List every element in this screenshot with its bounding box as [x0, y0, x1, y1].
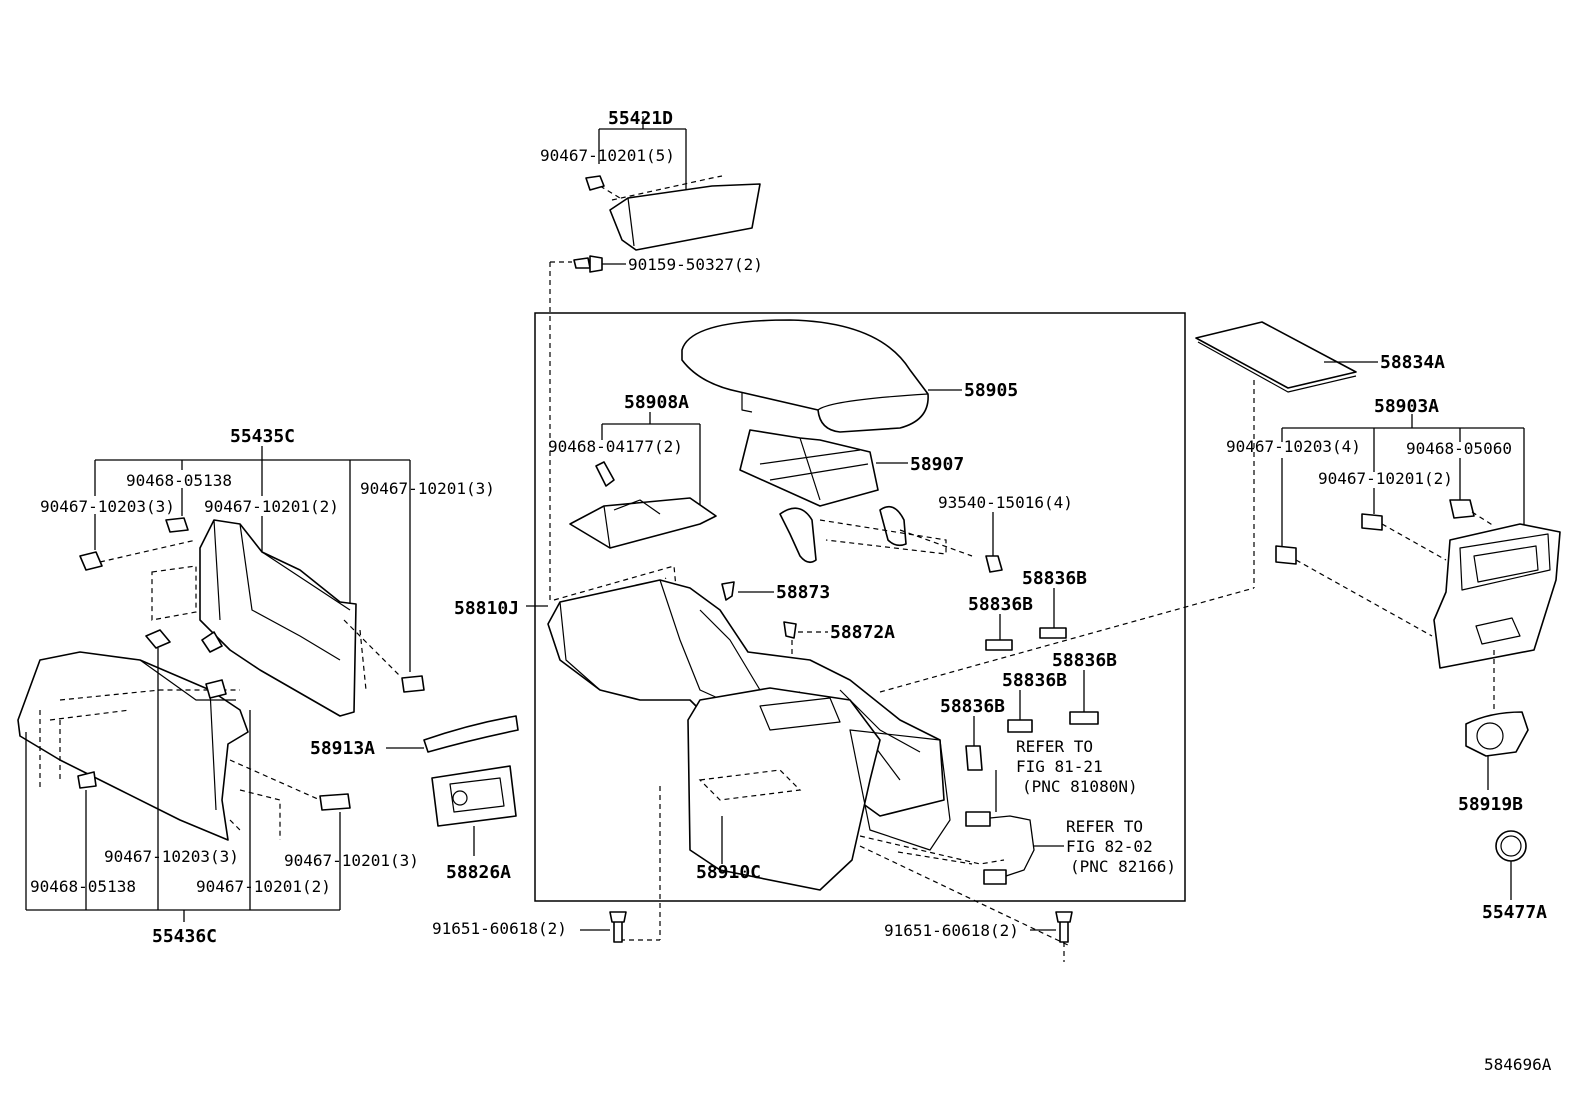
- clip-icon: [1361, 513, 1383, 531]
- lid-58907: [739, 429, 908, 564]
- refer2-line2: FIG 82-02: [1066, 837, 1153, 856]
- connector-icon: [965, 811, 991, 827]
- connector-icon: [983, 869, 1007, 885]
- label-55435C: 55435C: [230, 426, 295, 447]
- part-58919B: [1465, 711, 1529, 790]
- label-58907: 58907: [910, 454, 964, 475]
- clip-icon: [77, 771, 97, 789]
- pad-58836B: [1039, 627, 1067, 639]
- label-55477A: 55477A: [1482, 902, 1547, 923]
- clip-icon: [319, 793, 351, 811]
- clip-icon: [1275, 545, 1297, 565]
- clip-icon: [401, 675, 425, 693]
- part-55477A: [1495, 830, 1527, 900]
- label-90468-05060: 90468-05060: [1406, 439, 1512, 458]
- label-90467-10203-3-bottom: 90467-10203(3): [104, 847, 239, 866]
- label-58836B-2: 58836B: [1022, 568, 1087, 589]
- label-58836B-1: 58836B: [968, 594, 1033, 615]
- label-90467-10201-2-right: 90467-10201(2): [1318, 469, 1453, 488]
- label-90467-10201-5: 90467-10201(5): [540, 146, 675, 165]
- clip-icon: [205, 679, 227, 699]
- wiring-refer: [965, 770, 1064, 885]
- group-58903A: [1275, 414, 1561, 712]
- bolt-91651-left: [580, 911, 627, 943]
- clip-icon: [585, 175, 605, 191]
- label-90467-10201-3-top: 90467-10201(3): [360, 479, 495, 498]
- group-58908A: [569, 412, 717, 549]
- label-90468-04177-2: 90468-04177(2): [548, 437, 683, 456]
- group-55435C: [79, 446, 425, 717]
- pad-58836B: [965, 745, 983, 771]
- panel-55421D-shape: [609, 183, 761, 251]
- label-58826A: 58826A: [446, 862, 511, 883]
- clip-58873-icon: [721, 581, 735, 601]
- label-91651-60618-2-right: 91651-60618(2): [884, 921, 1019, 940]
- label-58834A: 58834A: [1380, 352, 1445, 373]
- pad-58834A: [1195, 321, 1378, 393]
- part-58913A: [386, 715, 519, 753]
- label-55436C: 55436C: [152, 926, 217, 947]
- refer1-line3: (PNC 81080N): [1022, 777, 1138, 796]
- label-58836B-5: 58836B: [940, 696, 1005, 717]
- label-58910C: 58910C: [696, 862, 761, 883]
- bolt-91651-right: [1030, 911, 1073, 962]
- label-90468-05138-top: 90468-05138: [126, 471, 232, 490]
- clip-58872A-icon: [783, 621, 797, 639]
- label-58905: 58905: [964, 380, 1018, 401]
- label-90467-10201-3-bottom: 90467-10201(3): [284, 851, 419, 870]
- label-90467-10201-2-bottom: 90467-10201(2): [196, 877, 331, 896]
- label-58908A: 58908A: [624, 392, 689, 413]
- clip-icon: [79, 551, 103, 571]
- group-55436C: [17, 629, 351, 922]
- label-58836B-3: 58836B: [1002, 670, 1067, 691]
- label-58873: 58873: [776, 582, 830, 603]
- label-55421D: 55421D: [608, 108, 673, 129]
- console-58910C: [620, 687, 1071, 947]
- label-58872A: 58872A: [830, 622, 895, 643]
- pad-58836B: [1007, 719, 1033, 733]
- label-58836B-4: 58836B: [1052, 650, 1117, 671]
- screw-icon: [985, 555, 1003, 573]
- refer1-line2: FIG 81-21: [1016, 757, 1103, 776]
- pads-58836B: [965, 588, 1099, 771]
- label-58810J: 58810J: [454, 598, 519, 619]
- label-90467-10203-4: 90467-10203(4): [1226, 437, 1361, 456]
- screw-93540: [819, 512, 1003, 573]
- label-90467-10201-2-top: 90467-10201(2): [204, 497, 339, 516]
- label-91651-60618-2-left: 91651-60618(2): [432, 919, 567, 938]
- group-55421D: [549, 116, 761, 600]
- label-90468-05138-bottom: 90468-05138: [30, 877, 136, 896]
- label-93540-15016-4: 93540-15016(4): [938, 493, 1073, 512]
- label-58913A: 58913A: [310, 738, 375, 759]
- figure-id: 584696A: [1484, 1055, 1552, 1074]
- refer2-line3: (PNC 82166): [1070, 857, 1176, 876]
- clip-icon: [201, 631, 223, 653]
- part-58826A: [431, 765, 517, 856]
- label-58903A: 58903A: [1374, 396, 1439, 417]
- label-58919B: 58919B: [1458, 794, 1523, 815]
- armrest-58905: [681, 319, 962, 433]
- clip-icon: [595, 461, 615, 487]
- label-90159-50327-2: 90159-50327(2): [628, 255, 763, 274]
- screw-icon: [573, 255, 603, 273]
- clip-icon: [165, 517, 189, 533]
- refer1-line1: REFER TO: [1016, 737, 1093, 756]
- clip-icon: [1449, 499, 1475, 519]
- label-90467-10203-3-top: 90467-10203(3): [40, 497, 175, 516]
- pad-58836B: [985, 639, 1013, 651]
- pad-58836B: [1069, 711, 1099, 725]
- refer2-line1: REFER TO: [1066, 817, 1143, 836]
- clip-icon: [145, 629, 171, 649]
